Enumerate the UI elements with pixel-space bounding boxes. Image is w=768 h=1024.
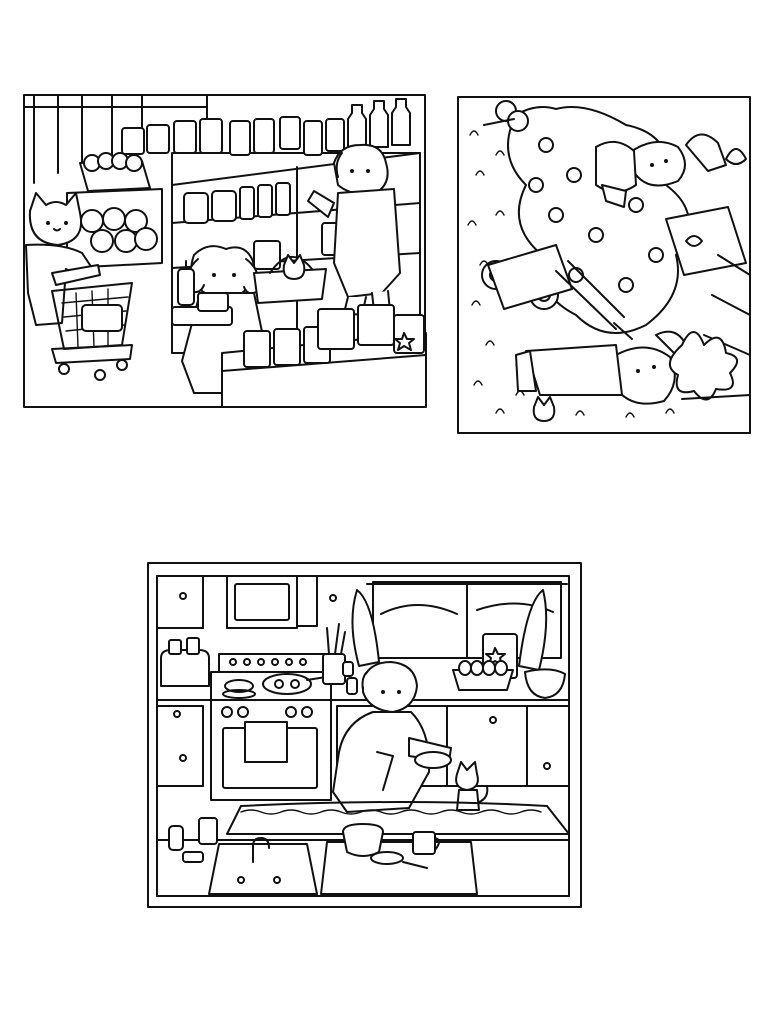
gardener-person-icon [595, 133, 727, 208]
kitten-icon [455, 761, 489, 811]
upper-cabinets [156, 575, 337, 629]
mixing-bowl-icon [524, 668, 566, 699]
sink-icon [208, 837, 318, 895]
window-planter [665, 148, 751, 356]
kitchen-rug [226, 801, 570, 835]
stove-icon [210, 653, 332, 801]
kitchen-window [351, 581, 568, 671]
egg-carton-icon [452, 660, 514, 691]
shopping-cart-icon [51, 282, 133, 381]
breakfast-tray-icon [320, 823, 478, 895]
kitten-in-basket-icon [253, 254, 327, 304]
poodle-shopper-icon [307, 143, 401, 316]
garden-mowing-illustration [456, 95, 752, 435]
mower-person-icon [515, 330, 687, 405]
panel-border [147, 562, 582, 908]
lawn-mower-icon [481, 244, 633, 340]
cat-shopper-icon [25, 192, 101, 326]
front-shelf [221, 304, 427, 408]
small-cat-icon [532, 396, 556, 422]
small-tree-icon [483, 100, 529, 132]
grocery-store-illustration [22, 93, 427, 409]
toaster-icon [160, 637, 210, 687]
succulent-plant-icon [669, 331, 751, 434]
kitchen-morning-illustration [147, 562, 582, 908]
poodle-in-robe-icon [332, 661, 452, 813]
panel-border [457, 96, 751, 434]
utensil-jar-icon [322, 623, 358, 695]
store-windows [23, 94, 208, 184]
fruit-bins [66, 152, 163, 269]
